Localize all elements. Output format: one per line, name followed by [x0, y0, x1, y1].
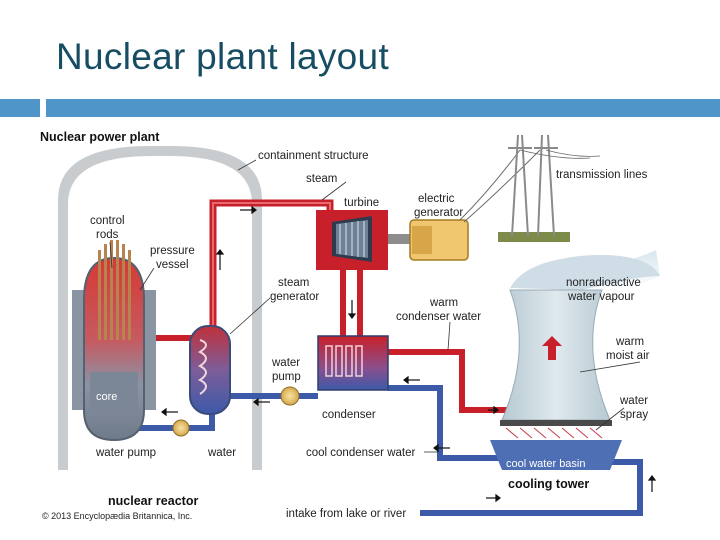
water-label: water [207, 447, 236, 459]
nonradioactive-vapour-label-1: nonradioactive [566, 277, 641, 289]
transmission-towers [498, 134, 601, 242]
cool-water-basin [490, 440, 622, 470]
control-rods-label-1: control [90, 215, 125, 227]
water-spray-icon [500, 420, 612, 439]
steam-generator [189, 325, 231, 415]
slide-title: Nuclear plant layout [56, 36, 390, 77]
warm-condenser-water-label-1: warm [429, 297, 458, 309]
vapour-cloud [510, 254, 660, 290]
condenser-label: condenser [322, 409, 376, 421]
water-spray-label-1: water [619, 395, 648, 407]
pressure-vessel-label-1: pressure [150, 245, 195, 257]
copyright-label: © 2013 Encyclopædia Britannica, Inc. [42, 511, 192, 521]
accent-bar [46, 99, 720, 117]
turbine-rotor [332, 216, 372, 262]
warm-water-pipe [388, 349, 510, 413]
condenser [317, 335, 389, 391]
cooling-tower-label: cooling tower [508, 477, 589, 491]
reactor-water-pump-icon [172, 419, 190, 437]
power-wire [459, 149, 521, 221]
intake-label: intake from lake or river [286, 508, 406, 520]
nonradioactive-vapour-label-2: water vapour [567, 291, 635, 303]
leader-lines [109, 159, 641, 453]
water-pump-label-1: water [271, 357, 300, 369]
cool-condenser-water-label: cool condenser water [306, 447, 415, 459]
warm-air-arrow-icon [542, 336, 562, 360]
steam-generator-label-1: steam [278, 277, 309, 289]
condenser-tubes [325, 345, 363, 377]
accent-bar-left [0, 99, 40, 117]
control-rods-label-2: rods [96, 229, 119, 241]
electric-generator-label-2: generator [414, 207, 463, 219]
core-label: core [96, 391, 117, 403]
nuclear-reactor-label: nuclear reactor [108, 494, 198, 508]
water-spray-label-2: spray [620, 409, 648, 421]
cool-water-pipe [388, 385, 510, 461]
generator-end-cap [412, 226, 432, 254]
transmission-lines-label: transmission lines [556, 169, 648, 181]
intake-pipe [420, 459, 643, 516]
condenser-water-pump-icon [280, 386, 300, 406]
electric-generator-label-1: electric [418, 193, 455, 205]
containment-structure-label: containment structure [258, 150, 369, 162]
turbine-label: turbine [344, 197, 379, 209]
turbine-shaft [388, 234, 412, 244]
steam-label: steam [306, 173, 337, 185]
warm-moist-air-label-1: warm [615, 336, 644, 348]
control-rods [98, 240, 131, 340]
power-wire-2 [463, 149, 541, 223]
flow-arrows [161, 205, 657, 503]
water-pump-label-2: pump [272, 371, 301, 383]
warm-moist-air-label-2: moist air [606, 350, 650, 362]
pressure-vessel-label-2: vessel [156, 259, 189, 271]
reactor-core [90, 372, 138, 412]
water-pump-bottom-label: water pump [95, 447, 156, 459]
diagram-heading: Nuclear power plant [40, 130, 160, 144]
warm-condenser-water-label-2: condenser water [396, 311, 481, 323]
steam-generator-coil [198, 339, 207, 395]
steam-generator-label-2: generator [270, 291, 319, 303]
cool-water-basin-label: cool water basin [506, 458, 586, 470]
pressure-vessel [83, 256, 145, 442]
